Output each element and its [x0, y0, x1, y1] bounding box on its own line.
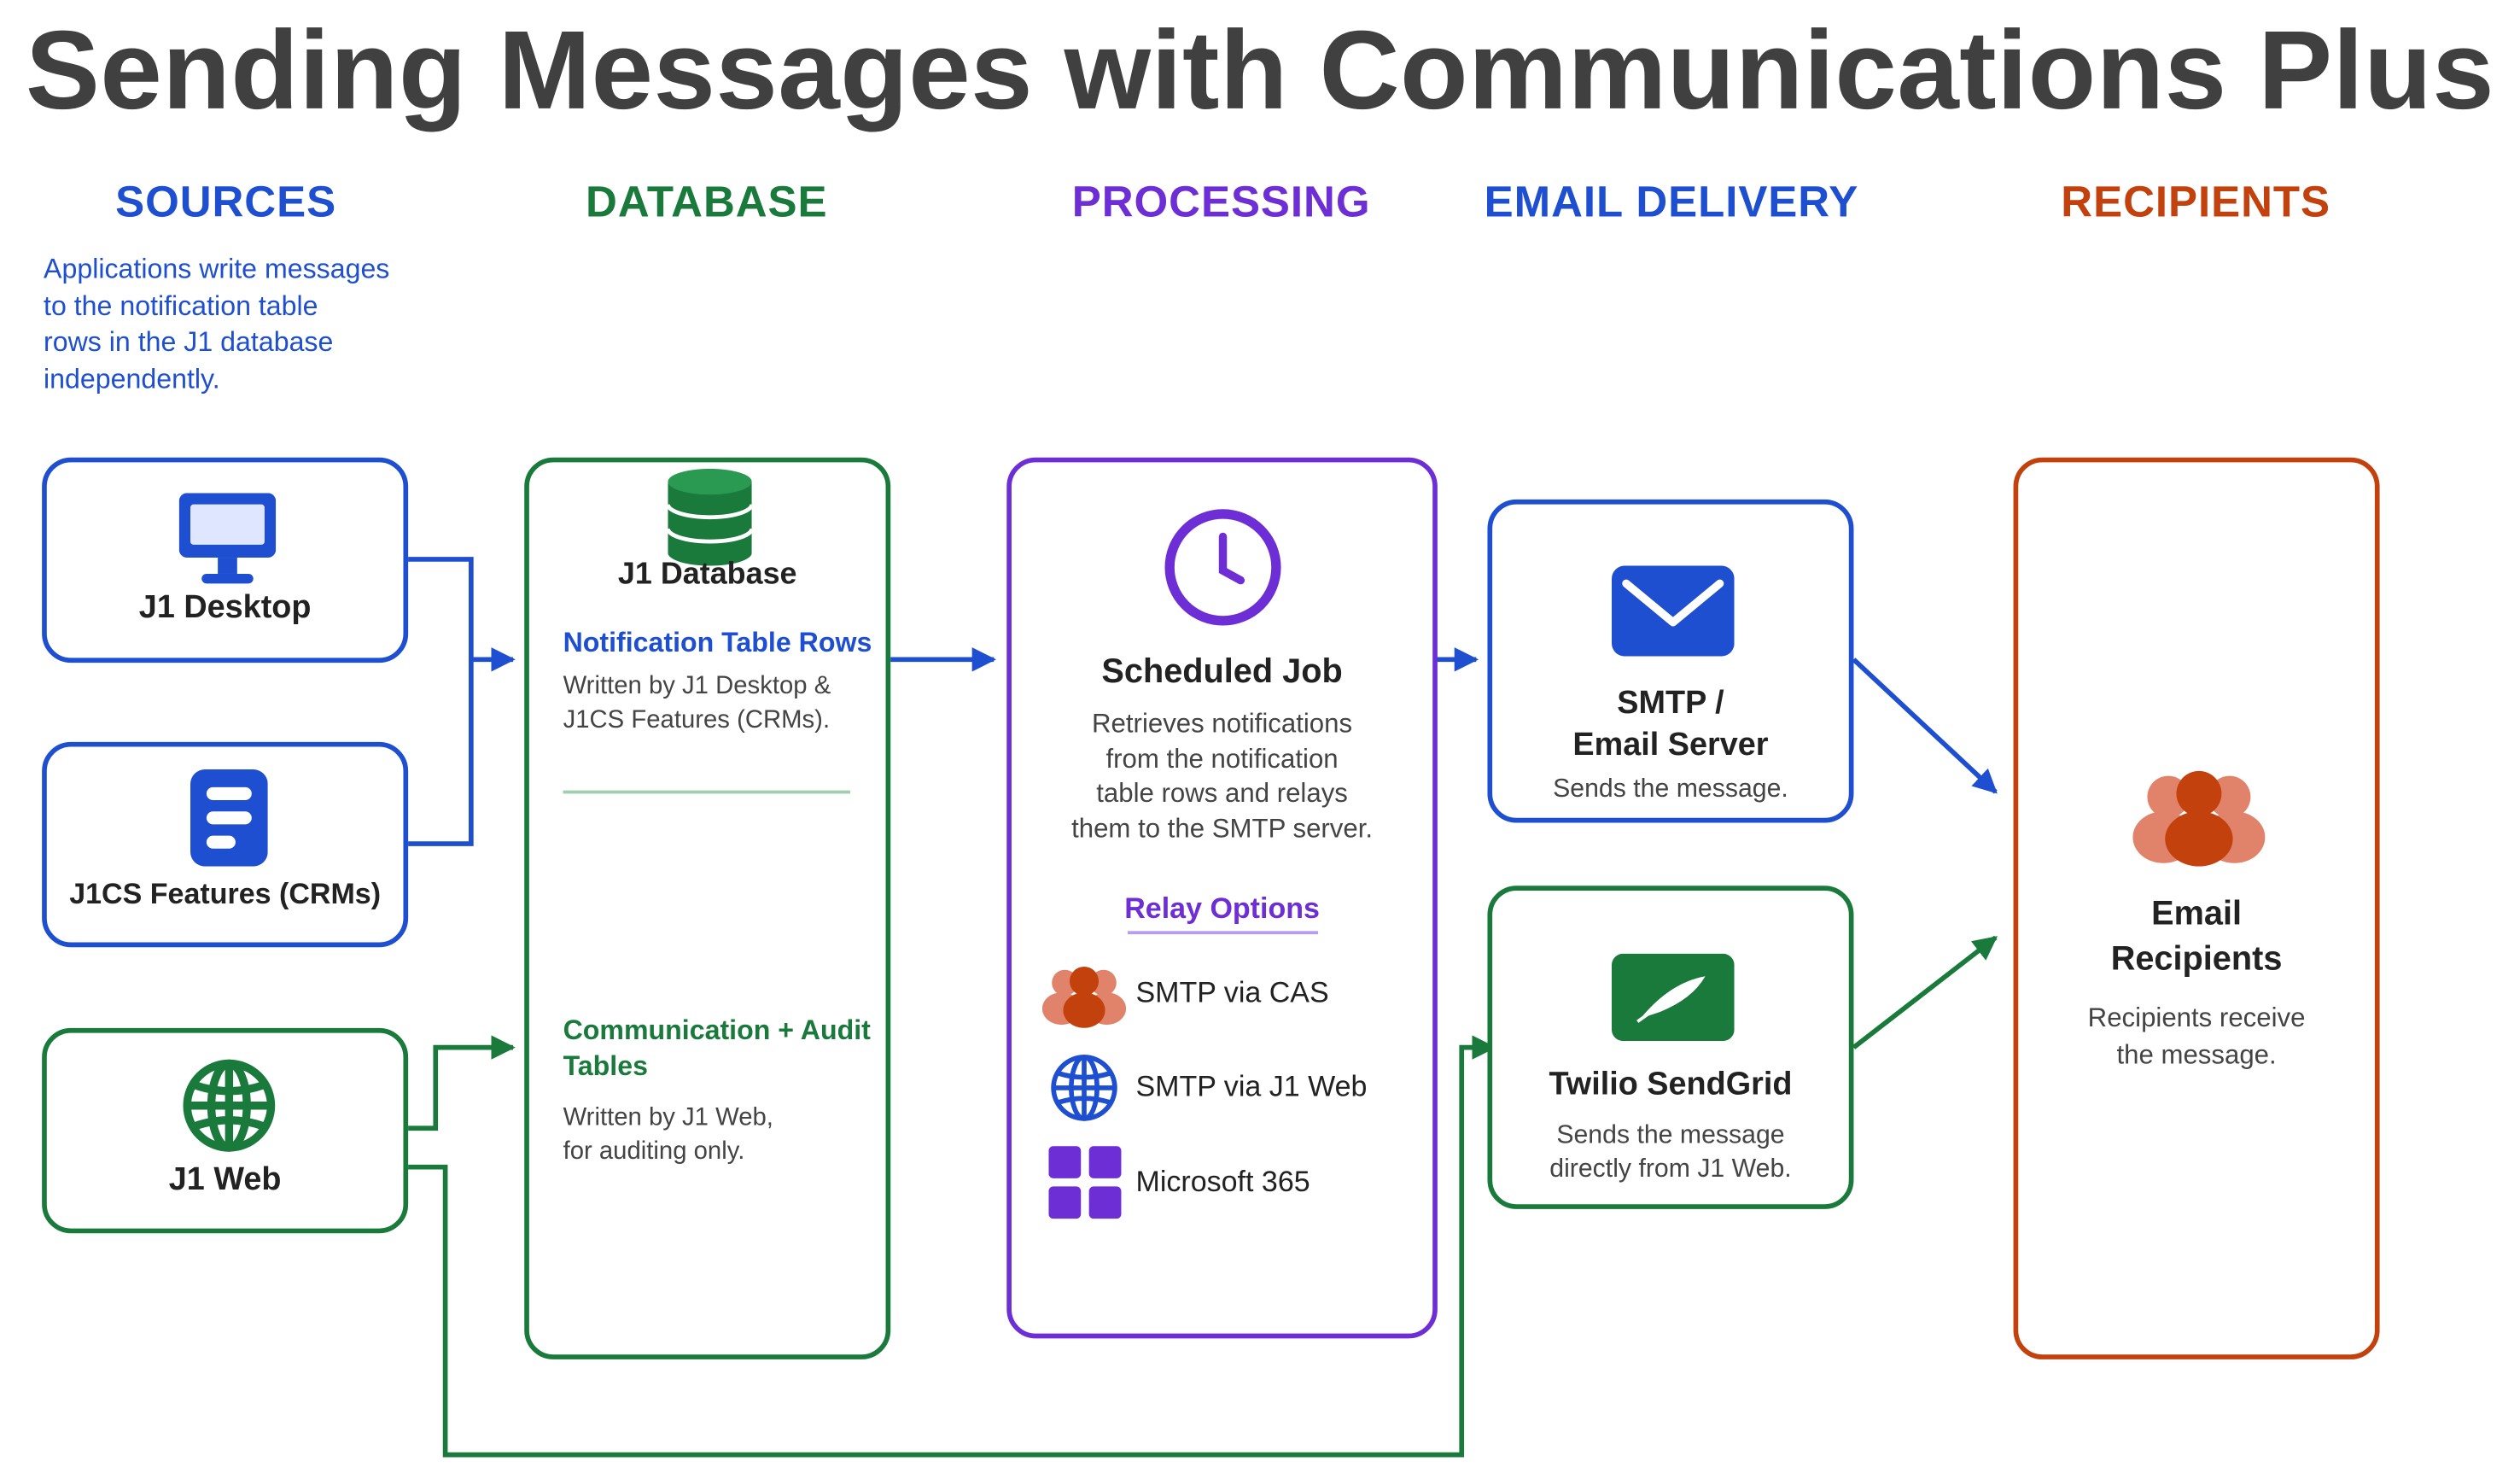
sendgrid-desc: Sends the message directly from J1 Web. — [1549, 1121, 1792, 1184]
smtp-server-label: SMTP / Email Server — [1572, 685, 1769, 763]
j1cs-label: J1CS Features (CRMs) — [69, 877, 382, 910]
j1-web-node: J1 Web — [42, 1027, 409, 1234]
smtp-server-desc: Sends the message. — [1553, 775, 1788, 804]
microsoft-365-icon — [1048, 1146, 1122, 1219]
relay-option-j1-web: SMTP via J1 Web — [1135, 1070, 1368, 1102]
notification-table-title: Notification Table Rows — [563, 627, 872, 658]
email-recipients-desc: Recipients receive the message. — [2087, 1003, 2306, 1071]
j1-desktop-node: J1 Desktop — [42, 457, 409, 664]
cas-people-icon — [1041, 966, 1127, 1028]
sources-note: Applications write messages to the notif… — [44, 254, 390, 394]
j1-database-node: J1 Database Notification Table Rows Writ… — [524, 457, 891, 1359]
scheduled-job-desc: Retrieves notifications from the notific… — [1071, 709, 1374, 844]
web-to-audit-connector — [408, 1035, 516, 1131]
globe-icon — [183, 1059, 276, 1152]
relay-options-title: Relay Options — [1124, 891, 1320, 925]
column-header-recipients: RECIPIENTS — [2061, 178, 2330, 227]
scheduled-job-label: Scheduled Job — [1101, 652, 1343, 691]
desktop-monitor-icon — [178, 493, 277, 584]
relay-option-cas: SMTP via CAS — [1135, 976, 1329, 1009]
smtp-to-recipients-arrow — [1852, 658, 1998, 794]
j1-desktop-label: J1 Desktop — [138, 589, 312, 626]
relay-title-underline — [1128, 931, 1319, 935]
column-header-processing: PROCESSING — [1071, 178, 1371, 227]
email-recipients-node: Email Recipients Recipients receive the … — [2013, 457, 2380, 1359]
column-header-sources: SOURCES — [115, 178, 337, 227]
section-divider — [563, 790, 850, 794]
audit-tables-desc: Written by J1 Web, for auditing only. — [563, 1103, 773, 1165]
sendgrid-label: Twilio SendGrid — [1549, 1067, 1793, 1102]
relay-globe-icon — [1051, 1055, 1117, 1121]
scheduled-job-node: Scheduled Job Retrieves notifications fr… — [1006, 457, 1438, 1339]
email-recipients-label: Email Recipients — [2110, 895, 2283, 979]
audit-tables-title: Communication + Audit Tables — [563, 1014, 871, 1082]
relay-option-m365: Microsoft 365 — [1135, 1165, 1310, 1198]
page-title: Sending Messages with Communications Plu… — [25, 8, 2495, 133]
database-icon — [668, 468, 752, 566]
web-to-sendgrid-connector — [408, 1035, 1496, 1458]
envelope-icon — [1611, 565, 1735, 657]
column-header-email-delivery: EMAIL DELIVERY — [1484, 178, 1859, 227]
desktop-to-db-connector — [408, 557, 474, 846]
form-document-icon — [190, 769, 268, 867]
j1-web-label: J1 Web — [168, 1161, 282, 1198]
column-header-database: DATABASE — [586, 178, 828, 227]
clock-icon — [1164, 509, 1281, 626]
sendgrid-leaf-icon — [1611, 953, 1735, 1042]
j1cs-node: J1CS Features (CRMs) — [42, 741, 409, 948]
sendgrid-to-recipients-arrow — [1852, 935, 1998, 1049]
smtp-server-node: SMTP / Email Server Sends the message. — [1487, 499, 1854, 823]
notification-table-desc: Written by J1 Desktop & J1CS Features (C… — [563, 672, 831, 734]
recipients-people-icon — [2132, 770, 2266, 867]
sendgrid-node: Twilio SendGrid Sends the message direct… — [1487, 886, 1854, 1209]
j1-database-label: J1 Database — [617, 558, 797, 592]
